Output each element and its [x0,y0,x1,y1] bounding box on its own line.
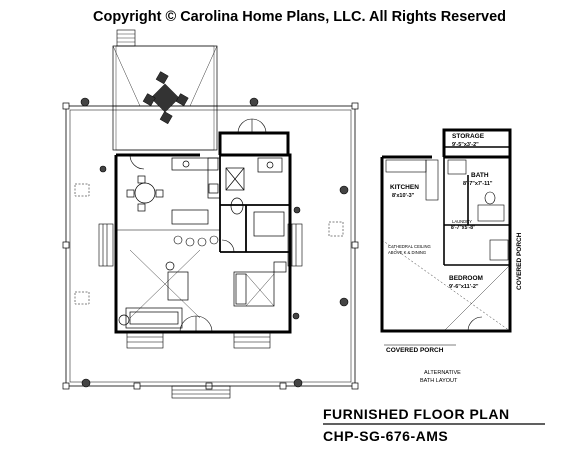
kitchen-dims: 8'x10'-3" [392,193,415,199]
alt-caption-line2: BATH LAYOUT [420,378,458,384]
dining-set [126,175,164,212]
entry-steps [98,223,303,399]
living-furniture [118,249,201,329]
deck-table-set [142,71,189,125]
bath-label: BATH [471,172,489,179]
ceiling-note-line2: ABOVE K & DINING [388,250,427,255]
side-porch-label: COVERED PORCH [516,232,523,290]
alt-caption-line1: ALTERNATIVE [424,370,461,376]
bedroom-dims: 9'-6"x11'-2" [449,284,479,290]
copyright-notice: Copyright © Carolina Home Plans, LLC. Al… [93,9,506,25]
alternative-bath-plan [380,128,512,346]
bar-stools [173,235,219,247]
porch-chairs [74,183,344,305]
bath-dims: 8'-7"x7'-11" [463,181,493,187]
bedroom-label: BEDROOM [449,275,483,282]
laundry-label: LAUNDRY [452,219,472,224]
bath-fixtures [225,157,285,237]
exterior-walls [114,131,292,334]
plan-title: FURNISHED FLOOR PLAN [323,406,510,422]
bottom-porch-label: COVERED PORCH [386,347,444,354]
alt-interior-walls [443,146,510,266]
kitchen-label: KITCHEN [390,184,419,191]
kitchen-counters [171,157,221,225]
alt-fixtures [381,159,511,332]
storage-dims: 9'-5"x3'-2" [452,142,479,148]
back-deck [112,29,218,151]
main-floor-plan [62,29,359,399]
plan-number: CHP-SG-676-AMS [323,428,449,444]
plant-icons [80,97,349,388]
storage-label: STORAGE [452,133,485,140]
interior-walls [116,155,290,253]
bedroom-furniture [233,261,287,307]
porch-outline [65,105,356,387]
laundry-dims: 8'-7"x5'-8" [451,225,476,231]
ceiling-note-line1: CATHEDRAL CEILING [388,244,431,249]
doors [129,118,267,333]
